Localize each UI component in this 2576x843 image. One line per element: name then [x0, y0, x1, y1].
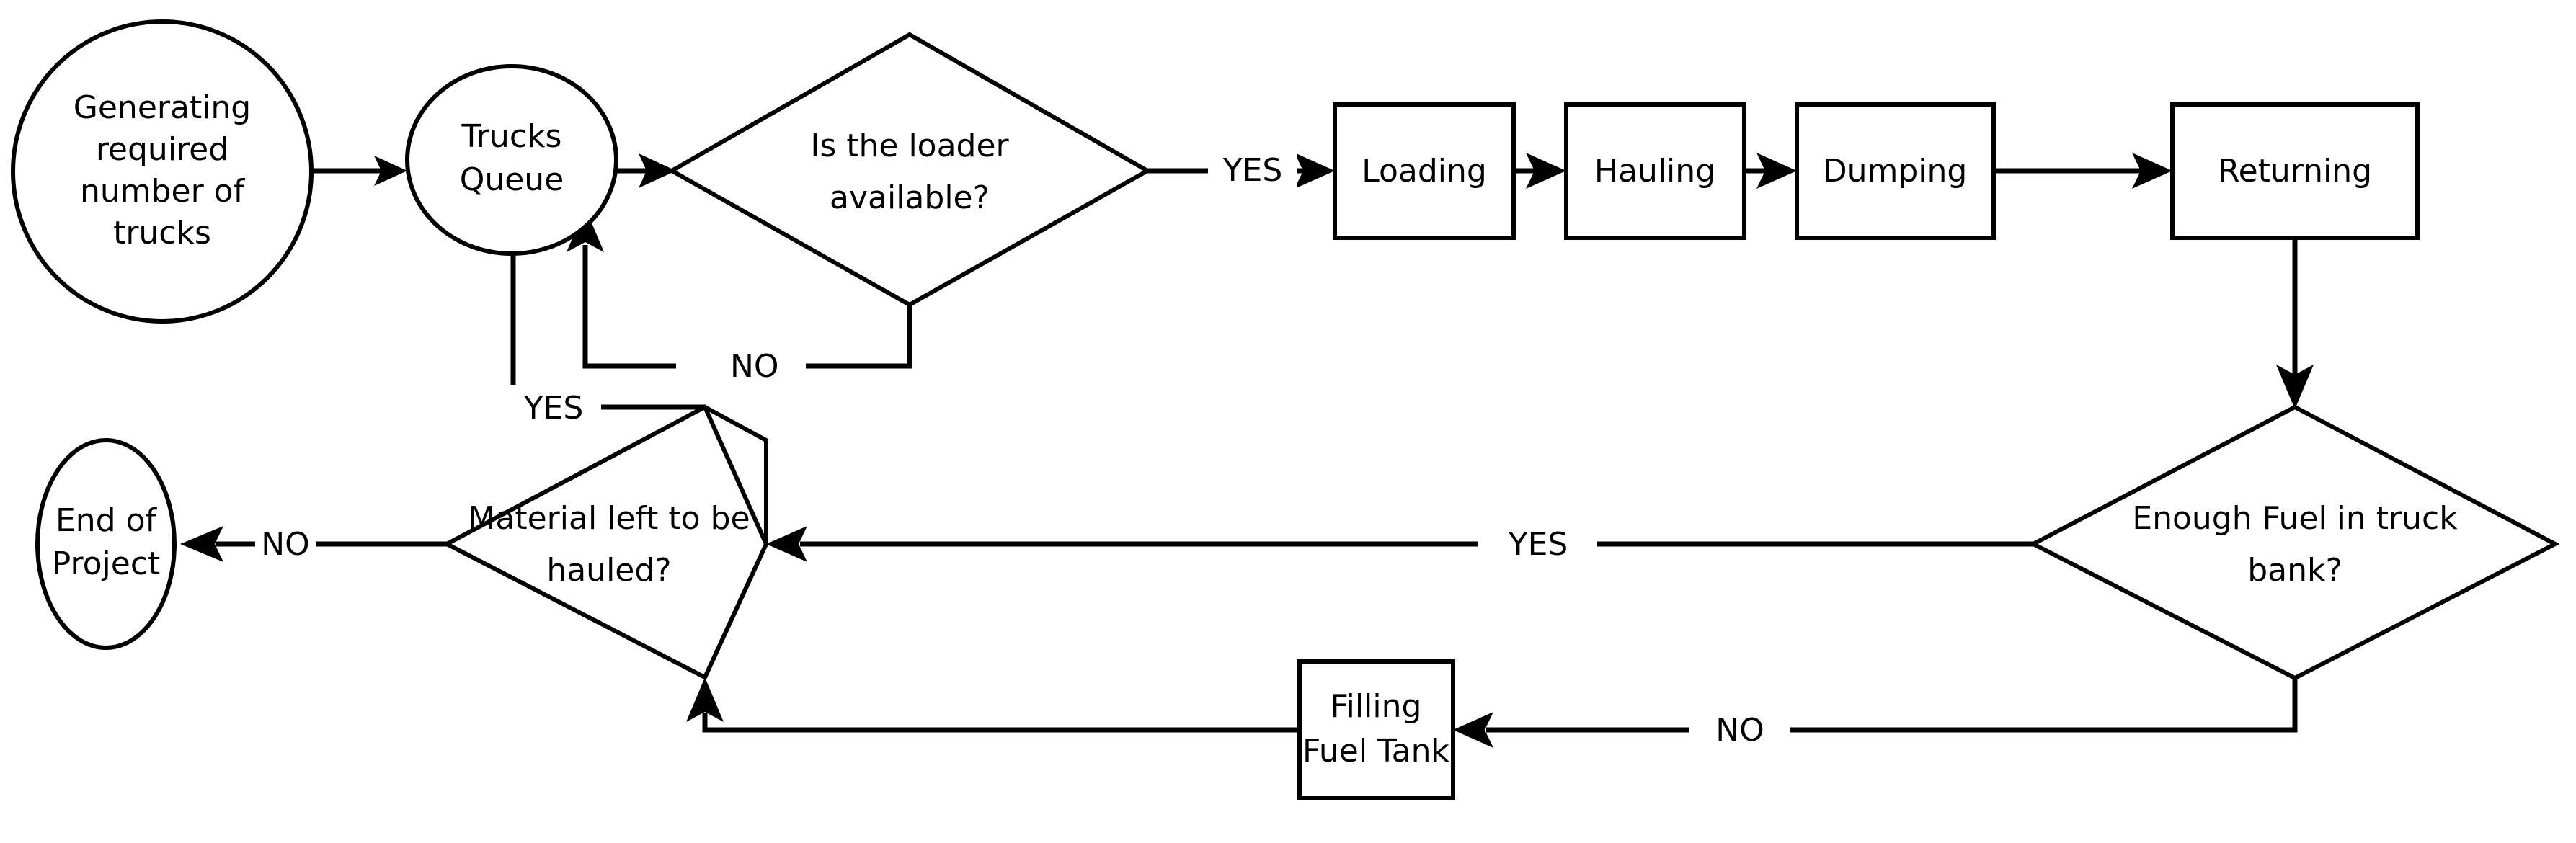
edge-label-material-no: NO	[255, 522, 316, 568]
node-filling-fuel-tank[interactable]: Filling Fuel Tank	[1297, 659, 1455, 800]
node-filling-fuel-tank-line2: Fuel Tank	[1302, 733, 1450, 770]
svg-text:YES: YES	[523, 390, 584, 427]
node-loader-decision-line1: Is the loader	[810, 128, 1009, 164]
edge-fuel-no-to-filling-fuel-tank	[1453, 678, 2298, 748]
node-loader-decision-line2: available?	[830, 179, 990, 216]
node-end-of-project[interactable]: End of Project	[35, 438, 177, 650]
edge-returning-to-fuel-decision	[2276, 238, 2314, 409]
node-generating-trucks[interactable]: Generating required number of trucks	[11, 19, 314, 324]
node-loader-decision[interactable]: Is the loader available?	[667, 32, 1152, 308]
edge-label-loader-yes: YES	[1208, 148, 1297, 194]
edge-filling-fuel-tank-to-material-decision	[686, 677, 1300, 733]
edge-label-fuel-no: NO	[1689, 708, 1790, 754]
node-generating-trucks-line4: trucks	[113, 215, 211, 251]
node-filling-fuel-tank-line1: Filling	[1331, 688, 1422, 725]
node-end-of-project-line1: End of	[55, 502, 158, 539]
node-trucks-queue-line1: Trucks	[461, 118, 562, 155]
edge-label-material-yes: YES	[506, 385, 601, 431]
node-loading-label: Loading	[1362, 153, 1487, 189]
node-generating-trucks-line2: required	[96, 131, 228, 168]
edge-start-to-trucks-queue	[311, 156, 407, 186]
node-fuel-decision[interactable]: Enough Fuel in truck bank?	[2028, 404, 2560, 681]
arrow-head-icon	[686, 677, 724, 722]
arrow-head-icon	[180, 526, 223, 562]
node-material-decision-line1: Material left to be	[468, 500, 750, 537]
edge-hauling-to-dumping	[1744, 153, 1797, 189]
edge-dumping-to-returning	[1994, 153, 2172, 189]
edge-trucks-queue-to-loader-decision	[616, 153, 676, 188]
arrow-head-icon	[567, 208, 604, 252]
svg-text:NO: NO	[730, 348, 779, 385]
node-material-decision-line2: hauled?	[546, 552, 671, 589]
arrow-head-icon	[1526, 153, 1566, 189]
arrow-head-icon	[639, 153, 676, 188]
arrow-head-icon	[1294, 153, 1335, 189]
node-dumping[interactable]: Dumping	[1795, 102, 1996, 240]
node-loading[interactable]: Loading	[1333, 102, 1516, 240]
svg-text:YES: YES	[1508, 526, 1568, 563]
arrow-head-icon	[1453, 712, 1493, 748]
svg-text:NO: NO	[261, 526, 310, 563]
svg-text:YES: YES	[1222, 152, 1283, 189]
node-dumping-label: Dumping	[1823, 153, 1968, 189]
node-trucks-queue[interactable]: Trucks Queue	[405, 64, 618, 256]
node-returning-label: Returning	[2218, 153, 2372, 189]
node-end-of-project-line2: Project	[52, 545, 161, 582]
arrow-head-icon	[1756, 153, 1797, 189]
node-hauling[interactable]: Hauling	[1564, 102, 1746, 240]
node-returning[interactable]: Returning	[2170, 102, 2420, 240]
edge-label-fuel-yes: YES	[1479, 522, 1597, 568]
node-trucks-queue-line2: Queue	[460, 161, 564, 198]
node-hauling-label: Hauling	[1594, 153, 1715, 189]
node-material-decision[interactable]: Material left to be hauled?	[442, 403, 769, 681]
arrow-head-icon	[2276, 365, 2314, 409]
edge-loader-yes-to-loading	[1147, 153, 1335, 189]
node-generating-trucks-line3: number of	[80, 173, 246, 210]
arrow-head-icon	[766, 526, 807, 562]
edge-loader-no-to-trucks-queue	[567, 208, 912, 369]
node-fuel-decision-line1: Enough Fuel in truck	[2132, 500, 2458, 537]
arrow-head-icon	[374, 156, 407, 186]
edge-label-loader-no: NO	[727, 344, 806, 389]
edge-fuel-yes-to-material-decision	[766, 526, 2033, 562]
edge-loading-to-hauling	[1514, 153, 1566, 189]
arrow-head-icon	[2132, 153, 2172, 189]
svg-text:NO: NO	[1715, 712, 1764, 749]
node-fuel-decision-line2: bank?	[2247, 552, 2342, 589]
node-generating-trucks-line1: Generating	[74, 89, 251, 126]
